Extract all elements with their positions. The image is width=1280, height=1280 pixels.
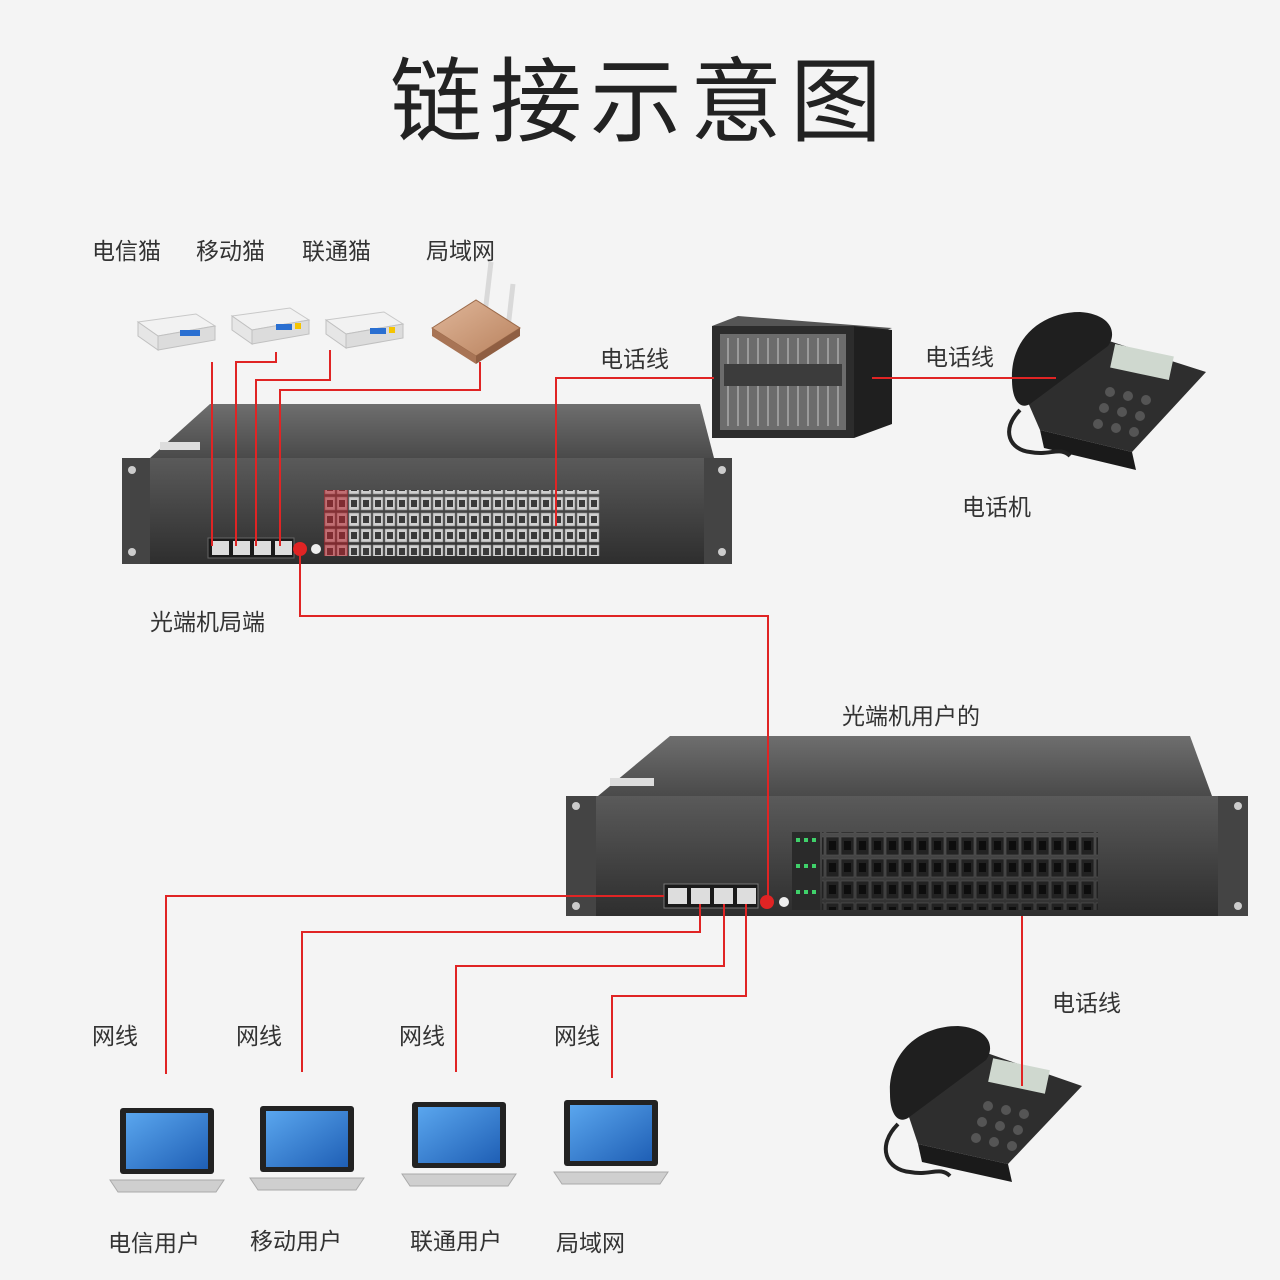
user-label-unicom: 联通用户 — [410, 1229, 502, 1255]
router-icon — [431, 261, 521, 364]
pbx-cabinet-icon — [712, 316, 892, 438]
net-cable-1 — [165, 895, 664, 1074]
laptop-icon — [553, 1100, 669, 1185]
user-label-mobile: 移动用户 — [250, 1229, 342, 1255]
net-cable-2 — [301, 904, 701, 1072]
user-label-telecom: 电信用户 — [108, 1231, 200, 1257]
central-optical-unit-icon — [122, 404, 732, 564]
unicom-modem-label: 联通猫 — [302, 239, 371, 265]
phone-line-label-3: 电话线 — [1052, 991, 1121, 1017]
phone-line-label-1: 电话线 — [600, 347, 669, 373]
central-unit-label: 光端机局端 — [150, 610, 265, 636]
lan-router-cable — [279, 362, 481, 546]
phone-line-label-2: 电话线 — [925, 345, 994, 371]
telecom-modem-label: 电信猫 — [92, 239, 161, 265]
pbx-phone-line — [555, 377, 714, 526]
lan-label: 局域网 — [426, 239, 495, 265]
net-cable-label: 网线 — [236, 1024, 282, 1050]
net-cable-label: 网线 — [554, 1024, 600, 1050]
laptop-icon — [109, 1108, 225, 1193]
net-cable-3 — [455, 904, 725, 1072]
diagram-title: 链接示意图 — [389, 49, 890, 156]
telephone-icon — [1007, 312, 1206, 470]
mobile-modem-label: 移动猫 — [196, 239, 265, 265]
telephone-icon — [883, 1026, 1082, 1182]
mobile-modem-cable — [235, 352, 277, 546]
user-label-lan: 局域网 — [556, 1231, 625, 1257]
net-cable-label: 网线 — [399, 1024, 445, 1050]
fiber-link — [299, 549, 769, 902]
net-cable-label: 网线 — [92, 1024, 138, 1050]
unicom-modem-cable — [255, 350, 331, 546]
mobile-modem-icon — [230, 307, 311, 345]
telephone-label: 电话机 — [962, 495, 1031, 521]
user-unit-label: 光端机用户的 — [842, 704, 980, 730]
user-optical-unit-icon — [566, 736, 1248, 916]
unicom-modem-icon — [324, 311, 405, 349]
laptop-icon — [401, 1102, 517, 1187]
telecom-modem-icon — [136, 313, 217, 351]
net-cable-4 — [611, 904, 747, 1078]
cable-lines — [165, 350, 1056, 1086]
laptop-icon — [249, 1106, 365, 1191]
